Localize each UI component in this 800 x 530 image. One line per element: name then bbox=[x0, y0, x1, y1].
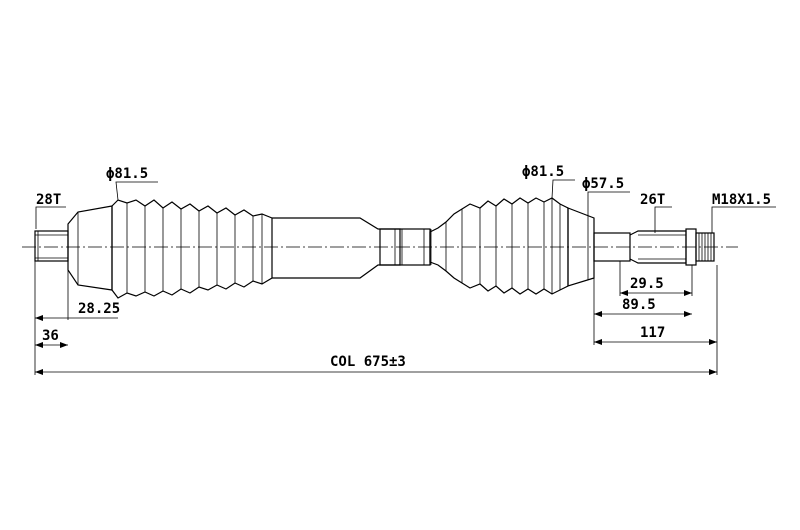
left-boot-folds bbox=[126, 203, 263, 293]
dim-117: 117 bbox=[640, 325, 665, 341]
label-dia-81-5-left: ϕ81.5 bbox=[106, 166, 148, 182]
left-boot-bellows bbox=[111, 199, 273, 299]
label-28t: 28T bbox=[36, 192, 61, 208]
shaft-bar bbox=[272, 217, 432, 279]
dim-89-5: 89.5 bbox=[622, 297, 656, 313]
dim-36: 36 bbox=[42, 328, 59, 344]
left-spline-stub bbox=[34, 230, 69, 262]
dimension-lines bbox=[35, 290, 717, 375]
dim-28-25: 28.25 bbox=[78, 301, 120, 317]
leader-lines bbox=[35, 179, 776, 233]
right-boot-bellows bbox=[429, 197, 569, 295]
label-m18x1-5: M18X1.5 bbox=[712, 192, 771, 208]
right-boot-folds bbox=[445, 198, 561, 294]
dim-29-5: 29.5 bbox=[630, 276, 664, 292]
left-joint-housing bbox=[67, 205, 113, 291]
label-26t: 26T bbox=[640, 192, 665, 208]
label-dia-81-5-right: ϕ81.5 bbox=[522, 164, 564, 180]
right-stub-axle bbox=[593, 228, 697, 266]
dim-overall-length: COL 675±3 bbox=[330, 354, 406, 370]
thread-nut bbox=[695, 232, 715, 262]
label-dia-57-5: ϕ57.5 bbox=[582, 176, 624, 192]
